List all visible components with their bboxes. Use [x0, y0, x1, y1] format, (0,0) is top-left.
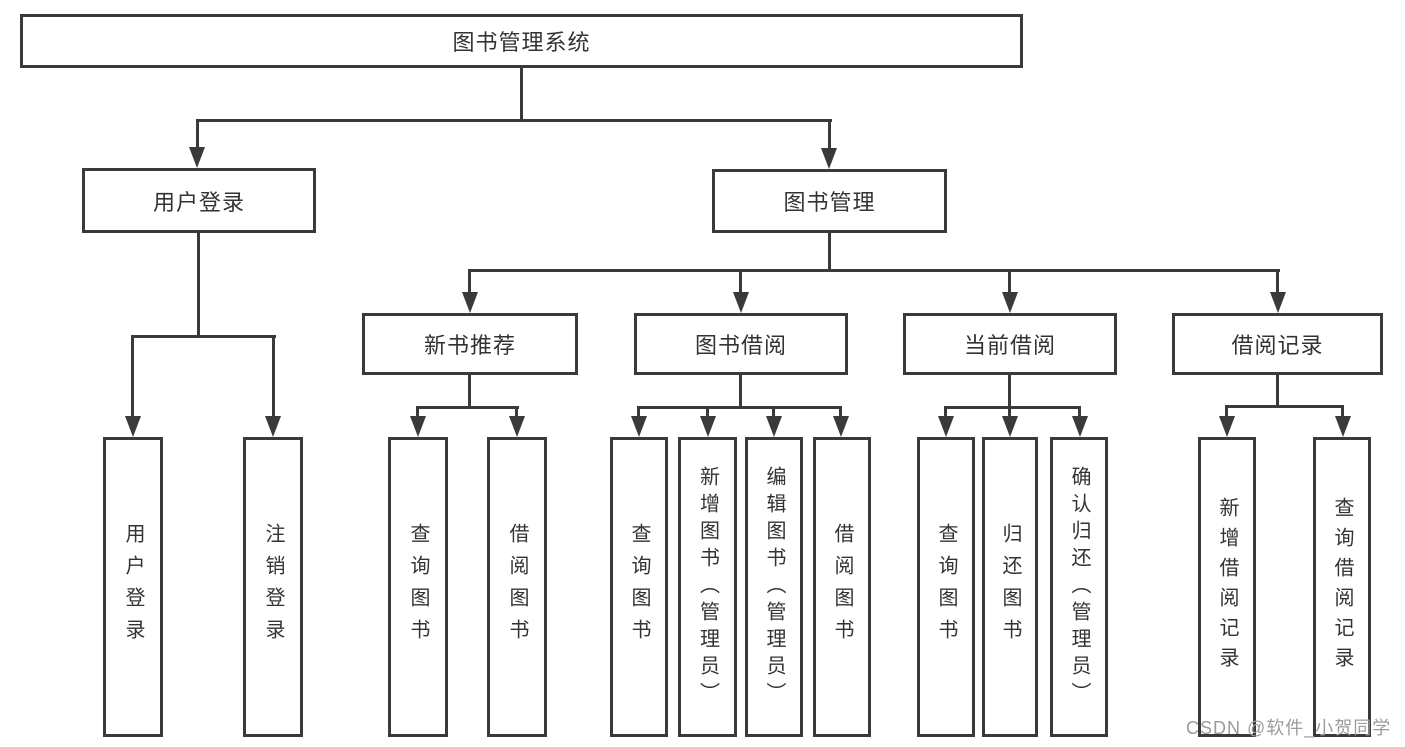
arrow-down-icon — [1270, 292, 1286, 313]
leaf-edit-books-admin: 编辑图书（管理员） — [745, 437, 803, 737]
leaf-query-borrow-record: 查询借阅记录 — [1313, 437, 1371, 737]
node-label: 查询借阅记录 — [1331, 497, 1353, 677]
node-label: 新增图书（管理员） — [696, 465, 719, 709]
node-label: 新增借阅记录 — [1216, 497, 1238, 677]
connector-line — [828, 233, 831, 272]
connector-line — [1225, 405, 1228, 418]
arrow-down-icon — [265, 416, 281, 437]
arrow-down-icon — [125, 416, 141, 437]
node-label: 查询图书 — [935, 523, 957, 651]
arrow-down-icon — [821, 148, 837, 169]
arrow-down-icon — [189, 147, 205, 168]
node-new-book-recommendation: 新书推荐 — [362, 313, 578, 375]
leaf-query-books-borrowing: 查询图书 — [610, 437, 668, 737]
node-label: 注销登录 — [262, 523, 284, 651]
connector-line — [197, 233, 200, 338]
connector-line — [468, 269, 1280, 272]
arrow-down-icon — [733, 292, 749, 313]
connector-line — [944, 406, 947, 418]
arrow-down-icon — [462, 292, 478, 313]
connector-line — [272, 335, 275, 418]
leaf-return-books: 归还图书 — [982, 437, 1038, 737]
connector-line — [468, 375, 471, 408]
node-label: 归还图书 — [999, 523, 1021, 651]
arrow-down-icon — [1072, 416, 1088, 437]
node-label: 借阅图书 — [506, 523, 528, 651]
leaf-query-books-current: 查询图书 — [917, 437, 975, 737]
arrow-down-icon — [1002, 292, 1018, 313]
node-library-management-system: 图书管理系统 — [20, 14, 1023, 68]
node-label: 查询图书 — [407, 523, 429, 651]
connector-line — [131, 335, 276, 338]
arrow-down-icon — [1335, 416, 1351, 437]
leaf-borrow-books-recommend: 借阅图书 — [487, 437, 547, 737]
connector-line — [196, 119, 199, 149]
leaf-logout: 注销登录 — [243, 437, 303, 737]
arrow-down-icon — [631, 416, 647, 437]
connector-line — [196, 119, 832, 122]
leaf-add-borrow-record: 新增借阅记录 — [1198, 437, 1256, 737]
connector-line — [772, 406, 775, 418]
arrow-down-icon — [833, 416, 849, 437]
arrow-down-icon — [938, 416, 954, 437]
arrow-down-icon — [410, 416, 426, 437]
leaf-add-books-admin: 新增图书（管理员） — [678, 437, 737, 737]
leaf-confirm-return-admin: 确认归还（管理员） — [1050, 437, 1108, 737]
connector-line — [944, 406, 1081, 409]
node-book-management: 图书管理 — [712, 169, 947, 233]
connector-line — [1008, 406, 1011, 418]
node-current-borrowing: 当前借阅 — [903, 313, 1117, 375]
arrow-down-icon — [1219, 416, 1235, 437]
connector-line — [1276, 269, 1279, 295]
connector-line — [637, 406, 842, 409]
connector-line — [520, 68, 523, 122]
connector-line — [1225, 405, 1344, 408]
connector-line — [131, 335, 134, 418]
connector-line — [416, 406, 519, 409]
node-label: 查询图书 — [628, 523, 650, 651]
connector-line — [1341, 405, 1344, 418]
arrow-down-icon — [700, 416, 716, 437]
connector-line — [739, 269, 742, 295]
connector-line — [1276, 375, 1279, 407]
connector-line — [839, 406, 842, 418]
connector-line — [1078, 406, 1081, 418]
arrow-down-icon — [1002, 416, 1018, 437]
node-borrowing-records: 借阅记录 — [1172, 313, 1383, 375]
leaf-query-books-recommend: 查询图书 — [388, 437, 448, 737]
connector-line — [828, 119, 831, 149]
connector-line — [416, 406, 419, 418]
node-label: 借阅图书 — [831, 523, 853, 651]
arrow-down-icon — [766, 416, 782, 437]
node-book-borrowing: 图书借阅 — [634, 313, 848, 375]
connector-line — [706, 406, 709, 418]
connector-line — [1008, 375, 1011, 408]
connector-line — [515, 406, 518, 418]
node-label: 编辑图书（管理员） — [763, 465, 785, 709]
arrow-down-icon — [509, 416, 525, 437]
node-label: 确认归还（管理员） — [1068, 465, 1090, 709]
connector-line — [739, 375, 742, 408]
connector-line — [468, 269, 471, 295]
connector-line — [637, 406, 640, 418]
leaf-user-login: 用户登录 — [103, 437, 163, 737]
connector-line — [1008, 269, 1011, 295]
csdn-watermark: CSDN @软件_小贺同学 — [1186, 718, 1392, 738]
node-label: 用户登录 — [122, 523, 144, 651]
leaf-borrow-books-borrowing: 借阅图书 — [813, 437, 871, 737]
node-user-login: 用户登录 — [82, 168, 316, 233]
